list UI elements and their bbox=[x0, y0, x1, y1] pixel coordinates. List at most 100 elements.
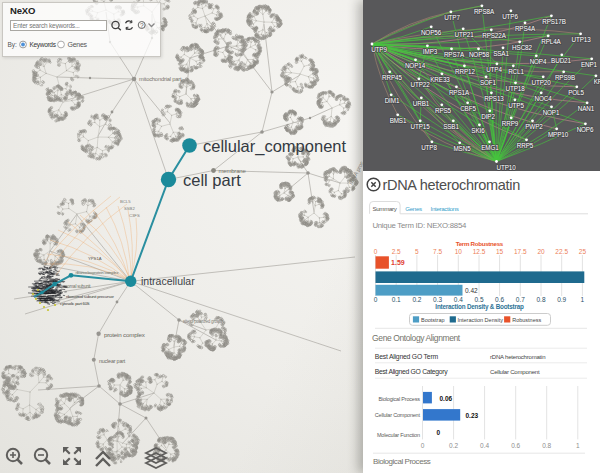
svg-text:C3FS: C3FS bbox=[129, 213, 140, 218]
svg-text:URB1: URB1 bbox=[413, 100, 430, 107]
svg-text:0.06: 0.06 bbox=[440, 395, 453, 402]
svg-text:2.5: 2.5 bbox=[392, 248, 401, 255]
svg-text:RPS7A: RPS7A bbox=[444, 51, 465, 58]
svg-text:UTP7: UTP7 bbox=[444, 14, 460, 21]
svg-text:Term Robustness: Term Robustness bbox=[456, 240, 504, 247]
svg-text:DIM1: DIM1 bbox=[385, 97, 400, 104]
svg-text:By:: By: bbox=[8, 41, 18, 49]
svg-text:17.5: 17.5 bbox=[514, 248, 527, 255]
svg-text:SSB1: SSB1 bbox=[443, 123, 459, 130]
svg-text:UTP9: UTP9 bbox=[371, 46, 387, 53]
svg-text:Molecular Function: Molecular Function bbox=[377, 432, 420, 438]
svg-text:20: 20 bbox=[537, 248, 545, 255]
svg-text:0.42: 0.42 bbox=[465, 287, 478, 294]
svg-text:ENP1: ENP1 bbox=[581, 61, 598, 68]
svg-text:0.6: 0.6 bbox=[495, 296, 504, 303]
svg-text:mitochondrial part: mitochondrial part bbox=[139, 76, 182, 82]
svg-text:0.7: 0.7 bbox=[516, 296, 525, 303]
svg-text:Unique Term ID: NEXO:8854: Unique Term ID: NEXO:8854 bbox=[372, 221, 467, 230]
svg-text:1: 1 bbox=[576, 442, 580, 449]
svg-text:ribosomal subunit precursor: ribosomal subunit precursor bbox=[66, 294, 114, 299]
svg-text:22.5: 22.5 bbox=[555, 248, 568, 255]
svg-text:0: 0 bbox=[421, 442, 425, 449]
svg-text:Best Aligned GO Term: Best Aligned GO Term bbox=[375, 353, 439, 361]
svg-text:NOP14: NOP14 bbox=[405, 62, 426, 69]
svg-text:MPP10: MPP10 bbox=[548, 131, 569, 138]
svg-text:ribonucleoprotein complex: ribonucleoprotein complex bbox=[76, 270, 119, 275]
svg-text:NOP1: NOP1 bbox=[543, 109, 560, 116]
svg-text:0.2: 0.2 bbox=[449, 442, 458, 449]
svg-text:RPS9B: RPS9B bbox=[555, 74, 575, 81]
svg-text:NOC4: NOC4 bbox=[534, 95, 552, 102]
svg-text:MSN5: MSN5 bbox=[453, 145, 471, 152]
svg-text:RRP5: RRP5 bbox=[517, 142, 534, 149]
svg-text:SKI6: SKI6 bbox=[471, 127, 485, 134]
svg-text:Cellular Component: Cellular Component bbox=[490, 369, 540, 375]
svg-text:site of polarized growth: site of polarized growth bbox=[183, 319, 224, 324]
svg-text:UTP6: UTP6 bbox=[502, 13, 518, 20]
svg-text:Gene Ontology Alignment: Gene Ontology Alignment bbox=[372, 333, 461, 343]
svg-text:RRP45: RRP45 bbox=[382, 74, 402, 81]
svg-text:IMP3: IMP3 bbox=[423, 48, 438, 55]
svg-text:NOP4: NOP4 bbox=[530, 58, 547, 65]
svg-text:CBF5: CBF5 bbox=[460, 105, 476, 112]
svg-text:0.8: 0.8 bbox=[536, 296, 545, 303]
svg-text:UTP20: UTP20 bbox=[531, 79, 551, 86]
svg-text:0.4: 0.4 bbox=[480, 442, 489, 449]
svg-text:RPS8A: RPS8A bbox=[474, 8, 495, 15]
svg-text:0: 0 bbox=[374, 248, 378, 255]
svg-text:0.6: 0.6 bbox=[511, 442, 520, 449]
svg-text:Robustness: Robustness bbox=[512, 317, 541, 323]
svg-text:RPS17B: RPS17B bbox=[542, 18, 566, 25]
svg-text:nuclear part: nuclear part bbox=[99, 358, 126, 364]
svg-text:NAN1: NAN1 bbox=[578, 105, 595, 112]
svg-text:BMS1: BMS1 bbox=[390, 117, 407, 124]
svg-text:0.4: 0.4 bbox=[454, 296, 463, 303]
svg-text:NOP58: NOP58 bbox=[469, 51, 490, 58]
svg-text:RPL4A: RPL4A bbox=[541, 38, 561, 45]
svg-text:cell part: cell part bbox=[183, 171, 241, 189]
svg-text:UTP15: UTP15 bbox=[410, 123, 430, 130]
svg-text:cellular_component: cellular_component bbox=[203, 137, 347, 156]
svg-text:Genes: Genes bbox=[405, 205, 422, 212]
svg-text:0: 0 bbox=[436, 429, 440, 436]
svg-text:RRP9: RRP9 bbox=[502, 120, 519, 127]
svg-text:rDNA heterochromatin: rDNA heterochromatin bbox=[383, 177, 521, 193]
svg-text:rDNA heterochromatin: rDNA heterochromatin bbox=[490, 354, 545, 360]
svg-text:UTP13: UTP13 bbox=[571, 36, 591, 43]
svg-text:POL5: POL5 bbox=[568, 89, 584, 96]
svg-text:cytosolic part 60S: cytosolic part 60S bbox=[60, 301, 90, 306]
svg-text:BUD21: BUD21 bbox=[551, 57, 571, 64]
svg-text:Biological Process: Biological Process bbox=[373, 457, 431, 466]
svg-text:EMG1: EMG1 bbox=[481, 144, 499, 151]
svg-text:Biological Process: Biological Process bbox=[378, 396, 420, 402]
svg-text:SSA1: SSA1 bbox=[493, 50, 509, 57]
svg-text:12.5: 12.5 bbox=[473, 248, 486, 255]
svg-text:RPS5: RPS5 bbox=[435, 107, 452, 114]
svg-text:Best Aligned GO Category: Best Aligned GO Category bbox=[375, 368, 448, 376]
svg-text:RPS4A: RPS4A bbox=[515, 25, 536, 32]
svg-text:Genes: Genes bbox=[68, 41, 88, 48]
svg-text:Keywords: Keywords bbox=[30, 41, 57, 49]
svg-text:0.5: 0.5 bbox=[474, 296, 483, 303]
svg-text:NOP56: NOP56 bbox=[421, 29, 442, 36]
svg-text:15: 15 bbox=[496, 248, 504, 255]
svg-text:NOP6: NOP6 bbox=[577, 126, 594, 133]
svg-text:1.59: 1.59 bbox=[391, 259, 405, 266]
svg-text:0.3: 0.3 bbox=[433, 296, 442, 303]
svg-text:0.8: 0.8 bbox=[542, 442, 551, 449]
svg-text:YPS1A: YPS1A bbox=[88, 256, 102, 261]
svg-text:SOF1: SOF1 bbox=[480, 79, 497, 86]
svg-text:RRP12: RRP12 bbox=[455, 68, 475, 75]
svg-text:0.9: 0.9 bbox=[557, 296, 566, 303]
svg-text:UTP5: UTP5 bbox=[508, 102, 524, 109]
svg-text:Interaction Density & Bootstra: Interaction Density & Bootstrap bbox=[435, 303, 524, 311]
svg-text:0.2: 0.2 bbox=[412, 296, 421, 303]
svg-text:UTP21: UTP21 bbox=[454, 31, 474, 38]
svg-text:ribosomal subunit: ribosomal subunit bbox=[59, 284, 92, 289]
svg-text:DIP2: DIP2 bbox=[481, 113, 495, 120]
svg-text:?: ? bbox=[140, 22, 144, 29]
svg-text:Interactions: Interactions bbox=[431, 205, 459, 212]
svg-text:0: 0 bbox=[374, 296, 378, 303]
svg-text:25: 25 bbox=[579, 248, 587, 255]
